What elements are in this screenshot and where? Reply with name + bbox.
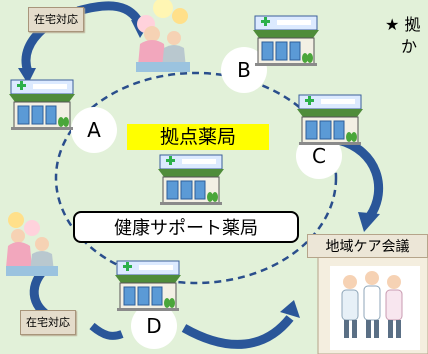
note-line-1: 拠 xyxy=(404,15,421,34)
pharmacy-d-icon xyxy=(114,260,182,312)
circle-a xyxy=(71,107,117,153)
health-support-pharmacy-label: 健康サポート薬局 xyxy=(73,211,299,243)
home-care-illustration-top xyxy=(136,0,190,72)
home-care-tag-bottom: 在宅対応 xyxy=(20,310,76,335)
care-meeting-label: 地域ケア会議 xyxy=(307,234,428,258)
star-icon: ★ xyxy=(385,15,400,34)
pharmacy-b-label: B xyxy=(237,58,251,82)
arrow-bottom-left xyxy=(89,322,124,340)
home-care-illustration-bottom xyxy=(6,212,58,276)
network-ring xyxy=(54,71,338,285)
circle-d xyxy=(131,303,177,349)
home-care-tag-top: 在宅対応 xyxy=(28,7,84,32)
note-line-2: か xyxy=(401,37,418,56)
pharmacy-c-label: C xyxy=(312,144,326,168)
pharmacy-d-label: D xyxy=(146,314,162,338)
care-meeting-illustration xyxy=(317,256,428,354)
pharmacy-hub-icon xyxy=(157,154,225,206)
hub-pharmacy-label: 拠点薬局 xyxy=(127,124,269,150)
arrow-bottom-right xyxy=(181,315,294,349)
arrow-left-top xyxy=(21,24,48,74)
pharmacy-a-icon xyxy=(8,79,76,131)
note-text: ★ 拠 か xyxy=(385,14,420,58)
arrow-to-care xyxy=(336,135,383,219)
circle-b xyxy=(221,47,267,93)
arrow-top-left xyxy=(76,1,145,27)
pharmacy-a-label: A xyxy=(87,118,101,142)
